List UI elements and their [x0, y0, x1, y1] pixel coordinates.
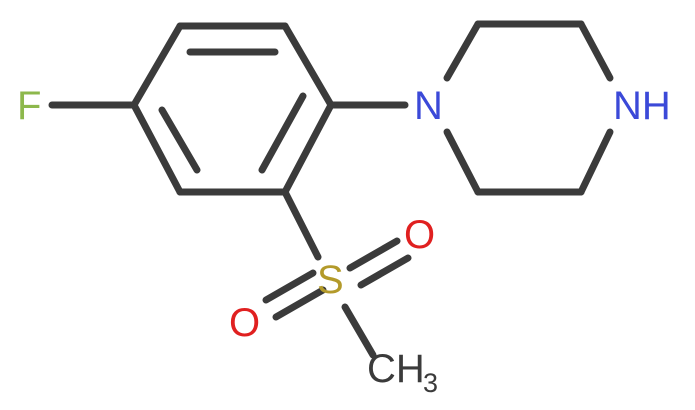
- so-lower-double-bond: [262, 269, 327, 321]
- nh-label: NH: [613, 84, 671, 128]
- methyl-label: CH: [367, 347, 425, 391]
- cs-bond: [281, 188, 322, 261]
- methyl-subscript: 3: [423, 368, 438, 398]
- so-upper-double-bond: [346, 237, 412, 289]
- aryl-nitrogen-label: N: [414, 84, 443, 128]
- fluorine-label: F: [17, 84, 41, 128]
- benzene-ring: [130, 22, 335, 196]
- oxygen-lower-label: O: [229, 301, 260, 345]
- s-methyl-bond: [341, 303, 377, 359]
- piperazine-ring: [443, 20, 614, 196]
- sulfur-label: S: [317, 258, 344, 302]
- oxygen-upper-label: O: [404, 213, 435, 257]
